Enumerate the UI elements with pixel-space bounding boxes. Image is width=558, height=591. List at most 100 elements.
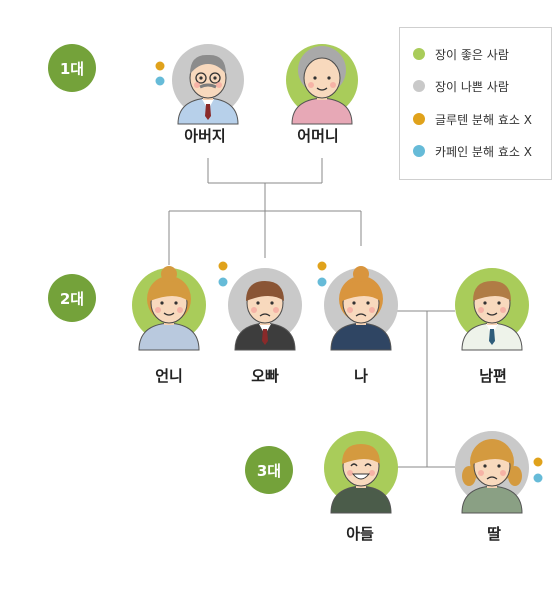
hair-front-shape: [342, 281, 380, 301]
right-eye-shape: [213, 76, 217, 80]
legend-label-caffeine: 카페인 분해 효소 X: [435, 144, 532, 159]
hair-front-shape: [190, 54, 226, 74]
legend-label-gluten: 글루텐 분해 효소 X: [435, 112, 532, 127]
left-cheek-shape: [478, 470, 484, 476]
legend-label-bad-gut: 장이 나쁜 사람: [435, 79, 509, 94]
person-figure: [330, 266, 392, 351]
left-cheek-shape: [478, 307, 484, 313]
hair-front-shape: [246, 281, 284, 301]
right-eye-shape: [497, 301, 501, 305]
mouth-shape: [163, 312, 175, 316]
mustache-shape: [199, 83, 217, 89]
hair-front-shape: [473, 281, 511, 301]
mouth-shape: [486, 476, 498, 480]
mouth-shape: [355, 313, 367, 317]
person-figure: [234, 281, 296, 351]
mouth-shape: [486, 312, 498, 316]
good-gut-dot-icon: [413, 48, 425, 60]
gluten-dot-icon: [413, 113, 425, 125]
label-father: 아버지: [184, 127, 226, 145]
left-eye-shape: [313, 76, 317, 80]
right-cheek-shape: [273, 307, 279, 313]
right-eye-shape: [366, 301, 370, 305]
avatar-me: [317, 261, 398, 351]
avatar-brother: [218, 261, 302, 351]
left-eye-shape: [483, 464, 487, 468]
left-cheek-shape: [347, 307, 353, 313]
caffeine-marker-dot-icon: [218, 277, 228, 287]
eyes-shape: [350, 463, 372, 467]
legend-item-good-gut: 장이 좋은 사람: [413, 46, 509, 62]
right-cheek-shape: [369, 470, 375, 476]
right-glasses-lens: [209, 72, 221, 84]
right-cheek-shape: [216, 82, 222, 88]
left-pigtail-shape: [462, 466, 476, 486]
right-eye-shape: [327, 76, 331, 80]
legend-box: 장이 좋은 사람 장이 나쁜 사람 글루텐 분해 효소 X 카페인 분해 효소 …: [399, 27, 552, 180]
avatar-mother: [286, 44, 358, 125]
caffeine-marker-dot-icon: [533, 473, 543, 483]
face-shape: [303, 57, 341, 99]
legend-item-caffeine: 카페인 분해 효소 X: [413, 143, 532, 159]
hair-front-shape: [342, 444, 380, 464]
person-figure: [177, 54, 239, 125]
avatar-daughter: [455, 431, 543, 514]
left-cheek-shape: [347, 470, 353, 476]
gluten-marker-dot-icon: [155, 61, 165, 71]
label-sister: 언니: [155, 367, 183, 385]
necktie-shape: [262, 329, 268, 345]
left-eye-shape: [199, 76, 203, 80]
label-daughter: 딸: [487, 525, 501, 543]
label-me: 나: [354, 367, 368, 385]
gluten-marker-dot-icon: [533, 457, 543, 467]
generation-badge-2: 2대: [48, 274, 96, 322]
left-glasses-lens: [195, 72, 207, 84]
left-eye-shape: [256, 301, 260, 305]
label-mother: 어머니: [297, 127, 339, 145]
generation-badge-3: 3대: [245, 446, 293, 494]
left-cheek-shape: [308, 82, 314, 88]
caffeine-dot-icon: [413, 145, 425, 157]
right-eye-shape: [174, 301, 178, 305]
right-cheek-shape: [500, 307, 506, 313]
right-cheek-shape: [177, 307, 183, 313]
caffeine-marker-dot-icon: [317, 277, 327, 287]
right-pigtail-shape: [508, 466, 522, 486]
avatar-husband: [455, 268, 529, 351]
mouth-shape: [316, 87, 328, 91]
hair-front-shape: [473, 444, 511, 464]
mouth-shape: [259, 313, 271, 317]
label-husband: 남편: [479, 367, 507, 385]
label-son: 아들: [346, 525, 374, 543]
necktie-shape: [489, 329, 495, 345]
hair-bun-shape: [161, 266, 177, 282]
right-cheek-shape: [500, 470, 506, 476]
legend-item-bad-gut: 장이 나쁜 사람: [413, 78, 509, 94]
left-cheek-shape: [251, 307, 257, 313]
person-figure: [461, 281, 523, 351]
left-eye-shape: [352, 301, 356, 305]
gluten-marker-dot-icon: [317, 261, 327, 271]
avatar-sister: [132, 266, 206, 351]
left-cheek-shape: [194, 82, 200, 88]
person-figure: [330, 444, 392, 514]
left-cheek-shape: [155, 307, 161, 313]
right-cheek-shape: [330, 82, 336, 88]
avatar-son: [324, 431, 398, 514]
legend-item-gluten: 글루텐 분해 효소 X: [413, 111, 532, 127]
generation-badge-1: 1대: [48, 44, 96, 92]
connector-lines: [168, 158, 455, 468]
necktie-shape: [205, 104, 211, 120]
legend-label-good-gut: 장이 좋은 사람: [435, 47, 509, 62]
person-figure: [138, 266, 200, 351]
person-figure: [291, 46, 353, 125]
hair-front-shape: [150, 281, 188, 301]
gluten-marker-dot-icon: [218, 261, 228, 271]
caffeine-marker-dot-icon: [155, 76, 165, 86]
hair-bun-shape: [353, 266, 369, 282]
bad-gut-dot-icon: [413, 80, 425, 92]
left-eye-shape: [483, 301, 487, 305]
label-brother: 오빠: [251, 367, 279, 385]
